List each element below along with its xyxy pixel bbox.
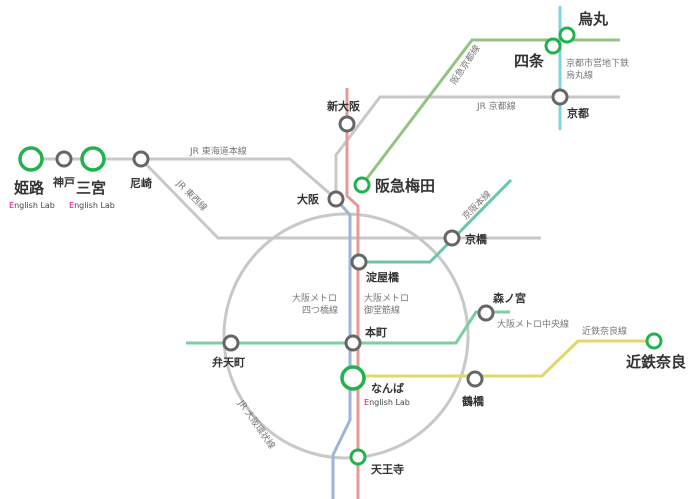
station-label-kobe: 神戸 — [53, 175, 75, 189]
line-label-jr-kyoto: JR 京都線 — [476, 100, 516, 112]
station-kyobashi-marker — [443, 229, 461, 247]
station-label-tennoji: 天王寺 — [371, 462, 404, 476]
station-label-honmachi: 本町 — [365, 325, 387, 339]
midosuji-line — [345, 88, 360, 499]
station-label-kintetsu-nara: 近鉄奈良 — [626, 353, 686, 371]
station-osaka-marker — [327, 190, 345, 208]
station-yodoyabashi-marker — [350, 253, 368, 271]
station-label-bentencho: 弁天町 — [212, 355, 245, 369]
station-label-hankyu-umeda: 阪急梅田 — [375, 177, 435, 195]
station-label-himeji: 姫路 — [14, 179, 45, 197]
jr-kyoto-line — [334, 95, 620, 199]
station-label-kyobashi: 京橋 — [465, 232, 488, 246]
line-label-jr-loop: JR 大阪環状線 — [235, 397, 278, 451]
station-label-tsuruhashi: 鶴橋 — [462, 394, 485, 408]
station-tennoji-marker — [349, 448, 367, 466]
line-label-midosuji-1: 大阪メトロ — [364, 292, 409, 304]
kintetsu-line — [355, 339, 654, 378]
line-label-jr-tokaido: JR 東海道本線 — [189, 145, 247, 157]
line-label-kintetsu-nara: 近鉄奈良線 — [582, 325, 627, 337]
jr-tokaido-line — [20, 157, 337, 201]
english-lab-label-sannomiya: English Lab — [69, 201, 115, 210]
station-tsuruhashi-marker — [466, 370, 484, 388]
station-label-kyoto: 京都 — [567, 106, 589, 120]
station-honmachi-marker — [344, 334, 362, 352]
station-himeji-marker — [18, 146, 44, 172]
line-label-keihan: 京阪本線 — [460, 188, 494, 222]
line-label-yotsubashi-2: 四つ橋線 — [302, 304, 338, 316]
line-label-kyoto-subway-1: 京都市営地下鉄 — [566, 57, 629, 69]
station-kintetsu-nara-marker — [645, 332, 663, 350]
station-markers — [18, 26, 663, 466]
line-label-kyoto-subway-2: 烏丸線 — [566, 69, 593, 81]
station-hankyu-umeda-marker — [353, 176, 371, 194]
line-label-jr-tozai: JR 東西線 — [173, 177, 210, 214]
station-shijo-marker — [544, 37, 562, 55]
english-lab-label-himeji: English Lab — [9, 201, 55, 210]
station-label-osaka: 大阪 — [297, 192, 320, 206]
station-namba-marker — [340, 365, 366, 391]
station-label-morinomiya: 森ノ宮 — [493, 291, 526, 305]
english-lab-label-namba: English Lab — [364, 398, 410, 407]
station-karasuma-marker — [558, 26, 576, 44]
line-label-chuo: 大阪メトロ中央線 — [497, 318, 569, 330]
line-label-midosuji-2: 御堂筋線 — [364, 304, 400, 316]
station-label-shin-osaka: 新大阪 — [327, 99, 361, 113]
station-kyoto-marker — [551, 88, 569, 106]
yotsubashi-line — [331, 198, 352, 499]
jr-loop-line — [222, 212, 470, 460]
station-kobe-marker — [55, 150, 73, 168]
station-label-sannomiya: 三宮 — [76, 179, 106, 197]
keihan-line — [359, 178, 513, 264]
station-shin-osaka-marker — [338, 115, 356, 133]
station-bentencho-marker — [222, 334, 240, 352]
station-morinomiya-marker — [477, 304, 495, 322]
station-sannomiya-marker — [80, 146, 106, 172]
line-label-yotsubashi-1: 大阪メトロ — [292, 292, 337, 304]
station-amagasaki-marker — [132, 150, 150, 168]
station-label-karasuma: 烏丸 — [578, 10, 609, 28]
station-label-yodoyabashi: 淀屋橋 — [366, 270, 400, 284]
jr-tozai-line — [139, 157, 541, 240]
station-label-amagasaki: 尼崎 — [130, 176, 152, 190]
station-label-shijo: 四条 — [514, 52, 545, 70]
station-label-namba: なんば — [371, 381, 404, 395]
